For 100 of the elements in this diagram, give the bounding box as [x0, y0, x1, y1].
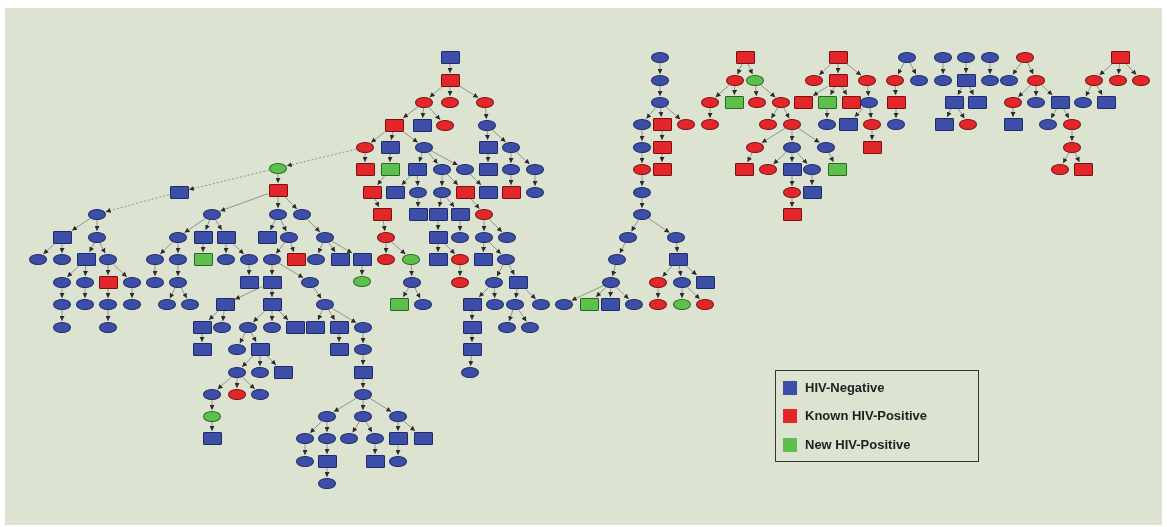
- arrow: [571, 285, 604, 301]
- arrow: [648, 217, 670, 234]
- arrow: [830, 86, 835, 96]
- oval-node: [1016, 51, 1034, 63]
- oval-node: [451, 253, 469, 265]
- arrow: [789, 175, 795, 187]
- oval-node: [649, 298, 667, 310]
- arrow: [957, 108, 965, 119]
- oval-node: [625, 298, 643, 310]
- oval-node: [354, 388, 372, 400]
- arrow: [360, 354, 366, 366]
- arrow: [1017, 84, 1032, 98]
- arrow: [657, 85, 663, 97]
- oval-node: [316, 231, 334, 243]
- arrow: [488, 241, 502, 255]
- oval-node: [76, 276, 94, 288]
- oval-node: [239, 321, 257, 333]
- arrow: [395, 444, 401, 456]
- arrow: [658, 107, 664, 118]
- oval-node: [633, 163, 651, 175]
- oval-node: [701, 118, 719, 130]
- arrow: [798, 127, 820, 144]
- arrow: [94, 219, 100, 232]
- oval-node: [555, 298, 573, 310]
- arrow: [630, 219, 640, 232]
- arrow: [105, 288, 111, 299]
- arrow: [284, 196, 298, 210]
- oval-node: [146, 276, 164, 288]
- oval-node: [318, 410, 336, 422]
- arrow: [331, 307, 357, 324]
- legend-label: New HIV-Positive: [805, 435, 911, 454]
- arrow: [324, 467, 330, 478]
- arrow: [324, 421, 330, 433]
- arrow: [250, 332, 257, 343]
- oval-node: [651, 51, 669, 63]
- arrow: [391, 241, 406, 255]
- legend-label: HIV-Negative: [805, 378, 885, 397]
- oval-node: [532, 298, 550, 310]
- oval-node: [123, 276, 141, 288]
- arrow: [169, 287, 176, 299]
- oval-node: [76, 298, 94, 310]
- oval-node: [181, 298, 199, 310]
- oval-node: [667, 231, 685, 243]
- arrow: [439, 174, 445, 187]
- arrow: [639, 197, 645, 209]
- oval-node: [726, 74, 744, 86]
- oval-node: [475, 208, 493, 220]
- arrow: [429, 86, 443, 98]
- arrow: [306, 218, 321, 233]
- oval-node: [1109, 74, 1127, 86]
- oval-node: [619, 231, 637, 243]
- arrow: [269, 264, 275, 276]
- oval-node: [887, 118, 905, 130]
- oval-node: [389, 455, 407, 467]
- oval-node: [203, 388, 221, 400]
- arrow: [278, 262, 304, 279]
- oval-node: [269, 208, 287, 220]
- arrow: [352, 421, 360, 433]
- oval-node: [146, 253, 164, 265]
- arrow: [459, 85, 479, 99]
- arrow: [446, 173, 459, 186]
- oval-node: [169, 253, 187, 265]
- oval-node: [461, 366, 479, 378]
- arrow: [469, 173, 482, 186]
- oval-node: [1063, 141, 1081, 153]
- oval-node: [203, 208, 221, 220]
- arrow: [275, 196, 281, 209]
- arrow: [369, 397, 392, 413]
- arrow: [715, 84, 730, 98]
- oval-node: [318, 432, 336, 444]
- oval-node: [377, 231, 395, 243]
- arrow: [841, 86, 848, 96]
- oval-node: [633, 208, 651, 220]
- oval-node: [415, 141, 433, 153]
- arrow: [377, 175, 385, 186]
- oval-node: [521, 321, 539, 333]
- oval-node: [269, 162, 287, 174]
- oval-node: [403, 276, 421, 288]
- oval-node: [898, 51, 916, 63]
- arrow: [129, 287, 135, 299]
- arrow: [278, 310, 289, 321]
- arrow: [66, 265, 80, 278]
- oval-node: [506, 298, 524, 310]
- arrow: [818, 63, 832, 76]
- oval-node: [414, 298, 432, 310]
- arrow: [1069, 129, 1075, 142]
- arrow: [457, 264, 463, 277]
- oval-node: [354, 343, 372, 355]
- oval-node: [53, 276, 71, 288]
- oval-node: [251, 366, 269, 378]
- arrow: [317, 309, 323, 321]
- oval-node: [296, 432, 314, 444]
- arrow: [747, 63, 753, 75]
- oval-node: [228, 366, 246, 378]
- arrow: [665, 106, 681, 120]
- arrow: [83, 265, 88, 277]
- oval-node: [402, 253, 420, 265]
- arrow: [747, 152, 753, 163]
- arrow: [252, 310, 266, 323]
- arrow: [209, 399, 215, 411]
